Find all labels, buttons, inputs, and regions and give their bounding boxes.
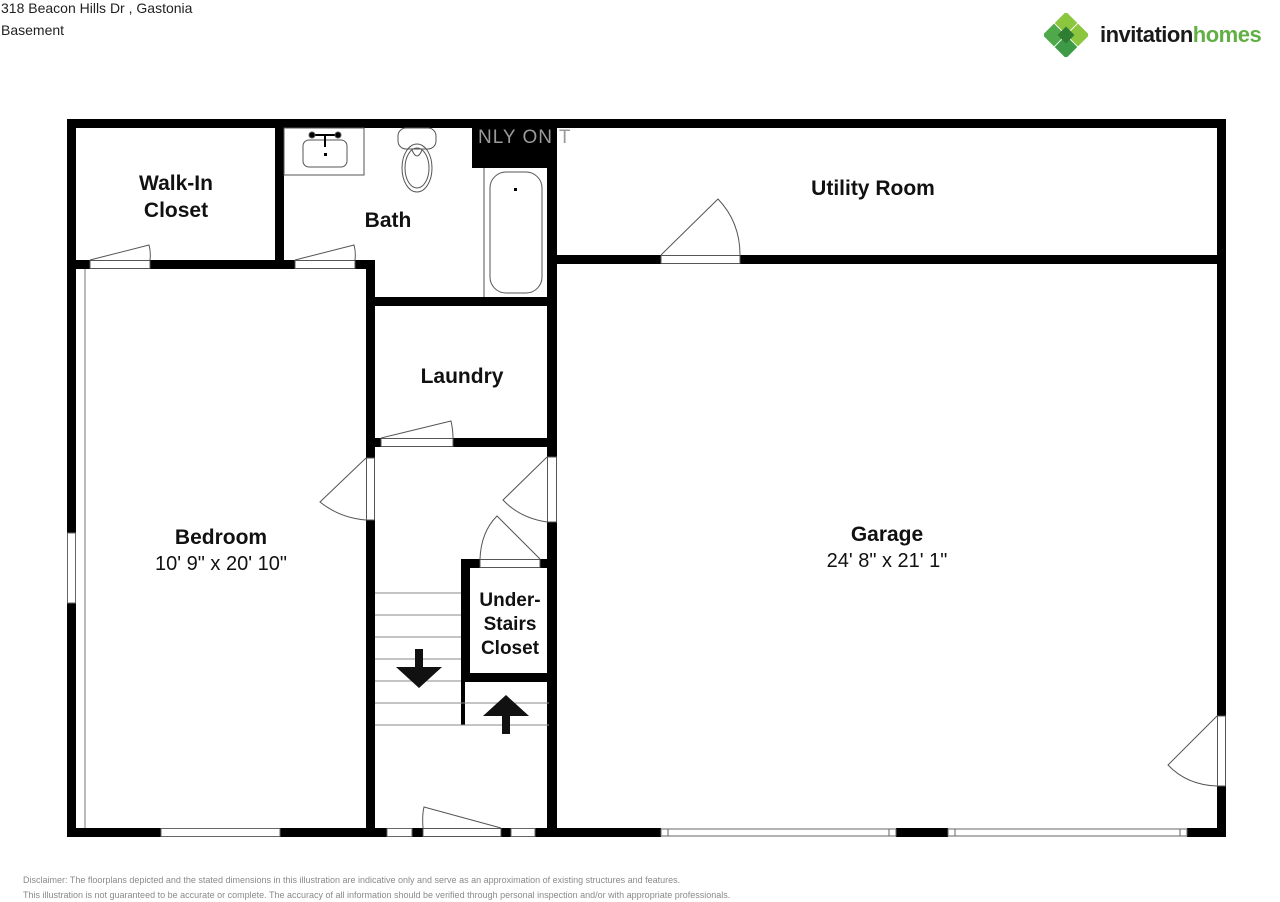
windows <box>67 532 1188 837</box>
disclaimer-line-2: This illustration is not guaranteed to b… <box>23 890 731 900</box>
label-under-stairs-3: Closet <box>481 638 540 659</box>
doors <box>89 198 1226 837</box>
label-bath: Bath <box>365 209 412 232</box>
stair-window-right <box>510 828 536 837</box>
label-utility-room: Utility Room <box>811 177 935 200</box>
brand-wordmark: invitationhomes <box>1100 22 1262 47</box>
vanity-counter <box>283 127 365 176</box>
brand-logo: invitationhomes <box>1044 12 1280 58</box>
brand-word-invitation: invitation <box>1100 22 1193 47</box>
dimensions-garage: 24' 8" x 21' 1" <box>827 550 948 572</box>
label-garage: Garage <box>851 523 923 546</box>
arrow-up-icon <box>483 695 529 734</box>
label-under-stairs-2: Stairs <box>484 614 537 635</box>
garage-door-left <box>660 828 897 837</box>
stairs <box>375 592 549 726</box>
bedroom-bottom-window <box>160 828 281 837</box>
interior-walls <box>67 119 1226 837</box>
floor-level-label: Basement <box>1 22 65 38</box>
stair-arrows <box>396 649 529 734</box>
room-labels: Walk-In Closet Bath Utility Room Laundry… <box>139 172 947 659</box>
bedroom-side-window <box>67 532 76 604</box>
garage-door-right <box>947 828 1188 837</box>
property-address: 318 Beacon Hills Dr , Gastonia <box>1 0 193 16</box>
stair-window-left <box>386 828 413 837</box>
toilet-bowl-icon <box>401 143 433 193</box>
exterior-walls <box>67 119 1226 837</box>
label-walk-in-closet-2: Closet <box>144 199 208 222</box>
arrow-down-icon <box>396 649 442 688</box>
bathtub-icon <box>489 171 543 294</box>
label-under-stairs-1: Under- <box>479 590 540 611</box>
disclaimer-line-1: Disclaimer: The floorplans depicted and … <box>23 875 681 885</box>
brand-word-homes: homes <box>1192 22 1262 47</box>
label-bedroom: Bedroom <box>175 526 267 549</box>
label-walk-in-closet-1: Walk-In <box>139 172 213 195</box>
diamond-cluster-logo-icon <box>1044 13 1088 57</box>
toilet-tank-icon <box>397 127 437 150</box>
bath-fixtures <box>283 127 543 297</box>
watermark-text: NLY ON T <box>478 127 572 148</box>
dimensions-bedroom: 10' 9" x 20' 10" <box>155 553 287 575</box>
label-laundry: Laundry <box>421 365 504 388</box>
